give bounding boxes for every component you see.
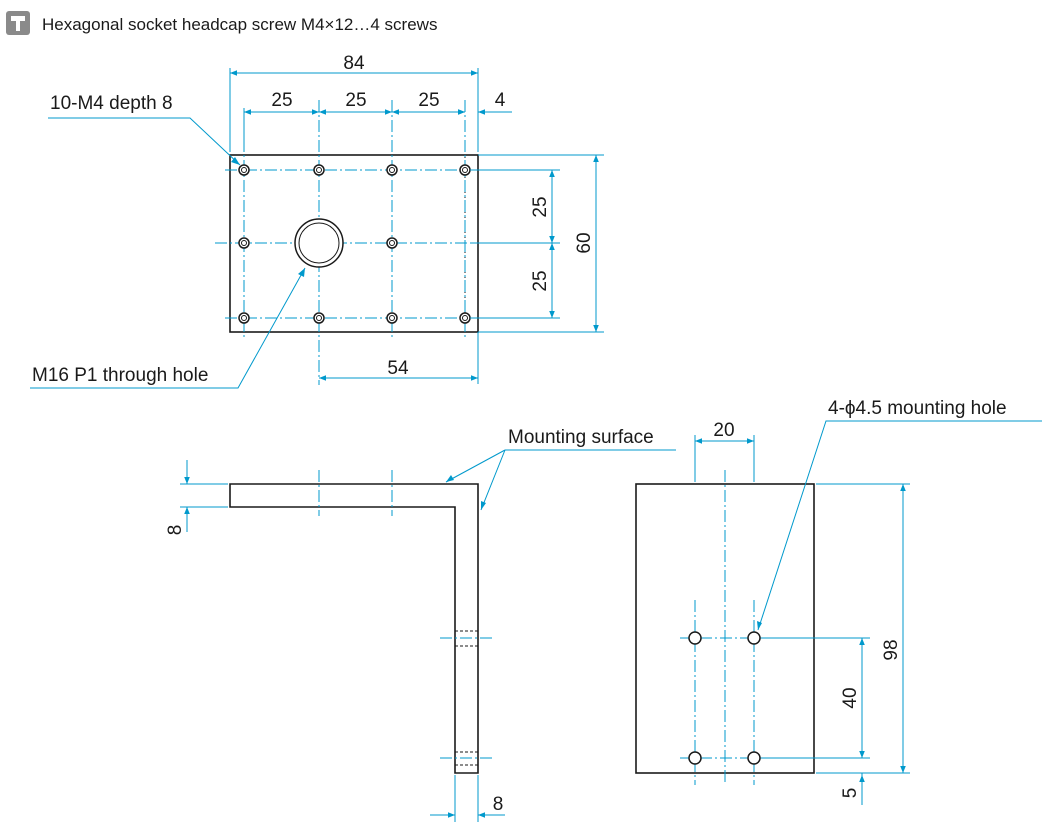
tapped-holes [238, 164, 471, 324]
dim-top-edge-offset: 4 [495, 90, 506, 111]
dim-side-leg-thickness: 8 [493, 794, 504, 815]
label-mounting-surface: Mounting surface [508, 427, 654, 448]
dim-front-overall-height: 98 [881, 639, 902, 660]
dim-top-overall-height: 60 [574, 232, 595, 253]
dim-side-flange-thickness: 8 [165, 525, 186, 536]
dim-top-pitch-2: 25 [345, 90, 366, 111]
label-through-hole: M16 P1 through hole [32, 365, 208, 386]
dim-top-pitch-1: 25 [271, 90, 292, 111]
dim-top-bottom-span: 54 [387, 358, 409, 379]
front-view-outline [635, 483, 815, 774]
dim-top-height-pitch-lower: 25 [530, 270, 551, 291]
dim-top-overall-width: 84 [343, 53, 365, 74]
label-mounting-hole: 4-ϕ4.5 mounting hole [828, 398, 1007, 419]
header-text: Hexagonal socket headcap screw M4×12…4 s… [42, 15, 437, 34]
mounting-holes [688, 631, 761, 765]
label-tapped-holes: 10-M4 depth 8 [50, 93, 173, 114]
m16-through-hole [294, 218, 344, 268]
header: Hexagonal socket headcap screw M4×12…4 s… [6, 11, 437, 35]
dim-top-height-pitch-upper: 25 [530, 196, 551, 217]
front-view: 20 98 40 5 4-ϕ4.5 mounting hole [635, 398, 1042, 805]
dim-front-bottom-offset: 5 [840, 788, 861, 799]
top-view: 84 25 25 25 4 25 25 60 54 10-M4 depth 8 … [30, 53, 604, 389]
screw-icon [6, 11, 30, 35]
dim-front-hole-spacing: 20 [713, 420, 734, 441]
side-view: 8 8 Mounting surface [165, 427, 676, 822]
side-view-outline [229, 483, 479, 774]
dim-top-pitch-3: 25 [418, 90, 439, 111]
dim-front-hole-pitch: 40 [840, 687, 861, 708]
